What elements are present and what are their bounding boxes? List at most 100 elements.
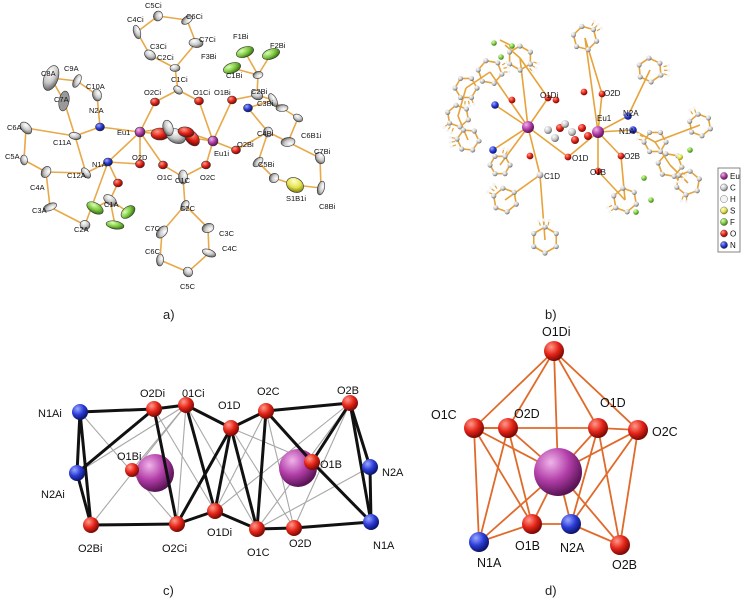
carbon-atom [579, 23, 585, 30]
carbon-atom [659, 171, 665, 177]
edge-light [185, 404, 258, 530]
atom-label-f2bi: F2Bi [270, 41, 286, 50]
carbon-atom [144, 49, 156, 61]
caption-a: a) [163, 307, 175, 322]
atom-label-o2c: O2C [652, 425, 678, 439]
carbon-atom [293, 113, 303, 123]
hydrogen-atom [599, 26, 603, 30]
atom-label-c7ci: C7Ci [199, 35, 216, 44]
carbon-atom [42, 65, 60, 91]
legend-label-c: C [730, 184, 736, 193]
europium-atom [207, 135, 219, 147]
hydrogen-atom [677, 180, 681, 184]
carbon-atom [648, 79, 654, 85]
atom-label-n1a: N1A [373, 540, 395, 552]
carbon-atom [155, 225, 169, 239]
edge-dark [348, 401, 373, 524]
carbon-atom [507, 49, 513, 55]
carbon-atom [457, 75, 464, 82]
oxygen-atom [201, 160, 211, 170]
carbon-atom [181, 15, 193, 25]
fluorine-atom [105, 220, 125, 230]
disordered-atom [162, 119, 174, 137]
atom-label-n1a: N1A [477, 556, 502, 570]
atom-label-o2d: O2D [604, 89, 621, 98]
oxygen-atom [178, 397, 194, 413]
atom-label-c5bi: C5Bi [258, 160, 275, 169]
bond [198, 100, 214, 142]
carbon-atom [453, 102, 459, 108]
atom-label-c2ci: C2Ci [157, 53, 174, 62]
carbon-atom [103, 194, 117, 206]
legend-label-o: O [730, 230, 736, 239]
oxygen-atom [617, 152, 625, 160]
fluorine-atom [491, 40, 497, 46]
fluorine-atom [498, 54, 504, 60]
panel-d-edges [473, 350, 639, 546]
carbon-atom [483, 58, 489, 64]
edge-dark [310, 460, 373, 524]
atom-label-eu1i: Eu1i [214, 149, 229, 158]
bond [84, 161, 109, 226]
carbon-atom [624, 209, 630, 215]
carbon-atom [683, 192, 689, 198]
atom-label-c5ci: C5Ci [145, 1, 162, 10]
bond [597, 93, 603, 133]
legend-label-eu: Eu [730, 172, 740, 181]
nitrogen-atom [243, 103, 253, 113]
hydrogen-atom [448, 135, 452, 140]
carbon-atom [531, 230, 537, 237]
carbon-atom [201, 223, 215, 233]
atom-label-o1di: O1Di [542, 325, 570, 339]
carbon-atom [178, 169, 188, 185]
carbon-atom [663, 139, 669, 145]
atom-label-c6a: C6A [7, 123, 22, 132]
oxygen-atom [628, 420, 648, 440]
bond [465, 71, 491, 89]
atom-label-o2d: O2D [289, 538, 312, 550]
hydrogen-atom [492, 182, 496, 187]
atom-label-eu1: Eu1 [597, 114, 612, 123]
carbon-atom [542, 224, 548, 230]
sulfur-atom [286, 177, 304, 193]
hydrogen-atom [467, 104, 472, 108]
hydrogen-atom [502, 146, 506, 151]
atom-label-c5a: C5A [5, 152, 20, 161]
atom-label-c8a: C8A [41, 69, 56, 78]
carbon-atom [663, 151, 669, 157]
oxygen-atom [564, 153, 572, 161]
hydrogen-atom [506, 65, 510, 69]
bond [519, 57, 549, 99]
carbon-atom [517, 43, 523, 49]
carbon-atom [531, 243, 537, 250]
oxygen-atom [113, 178, 123, 188]
carbon-atom [687, 168, 693, 174]
polyhedron-edge [507, 427, 533, 525]
bond [494, 104, 529, 128]
bond [49, 206, 86, 226]
atom-label-o2b: O2B [624, 152, 640, 161]
bond [107, 131, 141, 163]
atom-label-c1ci: C1Ci [171, 75, 188, 84]
bond [584, 37, 603, 95]
edge-dark [310, 401, 352, 464]
bond [247, 107, 269, 133]
polyhedron-edge [473, 427, 480, 543]
legend-label-s: S [730, 207, 735, 216]
edge-dark [213, 426, 233, 513]
edge-dark [264, 409, 314, 464]
nitrogen-atom [362, 459, 378, 475]
europium-atom [522, 121, 534, 133]
carbon-atom [679, 164, 685, 170]
carbon-atom [542, 250, 548, 256]
disordered-atom [578, 124, 586, 132]
carbon-atom [43, 202, 57, 212]
oxygen-atom [227, 95, 237, 105]
carbon-atom [465, 117, 471, 123]
oxygen-atom [552, 96, 560, 104]
